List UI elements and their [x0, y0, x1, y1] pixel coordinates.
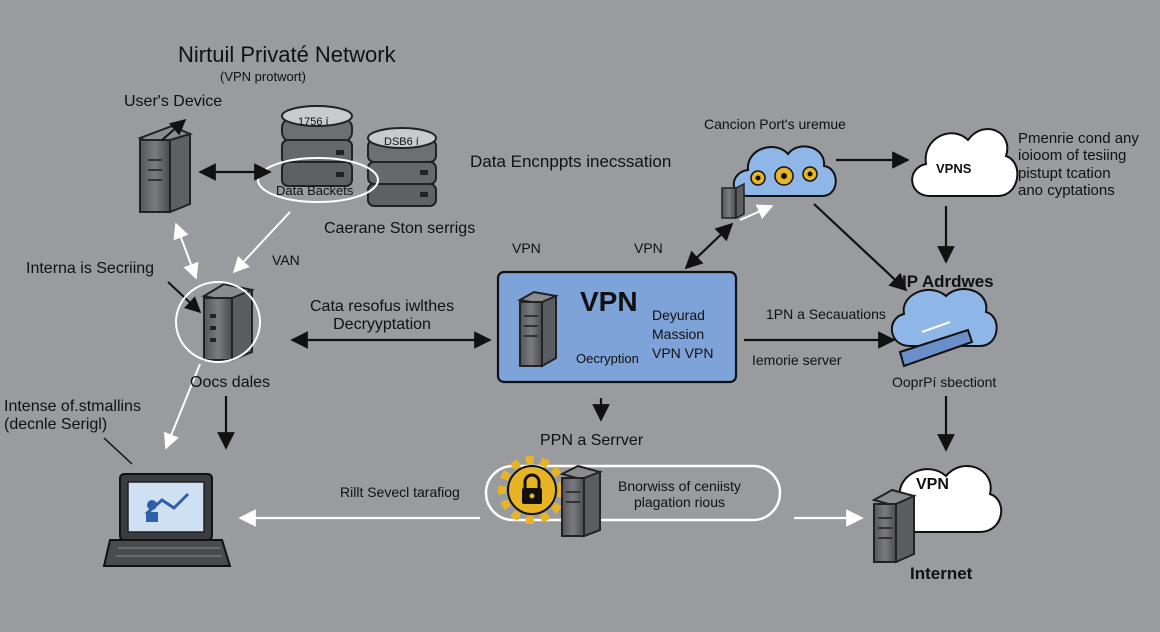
data-backets-label: Data Backets [276, 183, 354, 198]
vpn-box-bottom-text: Oecryption [576, 351, 639, 366]
vpn-to-gears-arrow [684, 222, 734, 270]
gateway-highlight-ring [175, 281, 261, 363]
db-side-label: DSB6 í [384, 136, 419, 148]
ip-address-cloud-icon [890, 288, 998, 368]
iemorie-server-label: Iemorie server [752, 352, 842, 368]
vpns-cloud-label: VPNS [936, 161, 972, 176]
rillt-label: Rillt Sevecl tarafiog [340, 484, 460, 500]
ppn-server-label: PPN a Serrver [540, 432, 644, 449]
db-to-gateway-white-arrow [232, 211, 291, 274]
small-server-icon [721, 182, 745, 220]
gear-lock-icon [498, 456, 566, 524]
db-top-label: 1756 í [298, 116, 329, 128]
pmenrie-label: Pmenrie cond any ioioom of tesiing pistu… [1018, 130, 1139, 199]
vpn-box-right-text: Deyurad Massion VPN VPN [652, 307, 714, 361]
gears-cloud-pointer [739, 204, 774, 221]
vpn-label-left: VPN [512, 240, 541, 256]
cancion-label: Cancion Port's uremue [704, 116, 846, 132]
caerane-label: Caerane Ston serrigs [324, 220, 476, 237]
ooprp-label: OoprPí sbectiont [892, 374, 997, 390]
device-to-gateway-white-arrow [173, 222, 199, 280]
ipn-security-label: 1PN a Secauations [766, 306, 886, 322]
oocs-dales-label: Oocs dales [190, 374, 271, 391]
diagram-subtitle: (VPN protwort) [220, 69, 306, 84]
encryption-gears-cloud-icon [732, 145, 837, 197]
ppn-server-tower-icon [559, 464, 603, 538]
data-encryption-label: Data Encnppts inecssation [470, 152, 672, 171]
device-pointer-arrow [161, 118, 187, 141]
diagram-title: Nirtuil Privaté Network [178, 42, 396, 67]
intense-pointer-line [103, 437, 133, 465]
vpn-box-title: VPN [580, 286, 638, 317]
vpns-cloud-icon [911, 128, 1019, 197]
gateway-device-icon [201, 282, 255, 362]
laptop-icon [102, 473, 232, 567]
internet-server-icon [871, 488, 917, 564]
bnorwiss-label: Bnorwiss of ceniisty plagation rious [618, 478, 741, 511]
database-stack-side-icon [367, 127, 437, 207]
cata-decryption-label: Cata resofus iwlthes Decryyptation [310, 298, 455, 334]
internet-label: Internet [910, 564, 973, 583]
vpn-cloud-bottom-label: VPN [916, 476, 949, 493]
ip-address-label: IP Adrdwes [902, 272, 994, 291]
users-device-label: User's Device [124, 93, 223, 110]
vpn-server-icon [517, 290, 559, 368]
intense-label: Intense of.stmallins (decnle Serigl) [4, 398, 141, 434]
gears-to-ip-arrow [813, 203, 908, 292]
vpn-central-box [496, 270, 738, 384]
vpn-label-right: VPN [634, 240, 663, 256]
interna-label: Interna is Secriing [26, 260, 155, 277]
van-label: VAN [272, 252, 300, 268]
user-device-tower-icon [137, 124, 193, 214]
gateway-to-laptop-white-arrow [163, 363, 201, 450]
ppn-server-rounded-frame [484, 464, 782, 522]
